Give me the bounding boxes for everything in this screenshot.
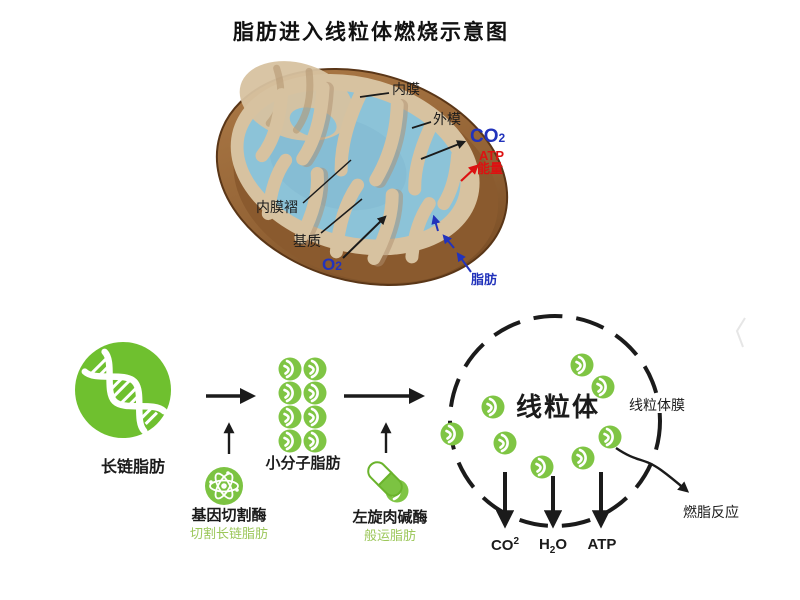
- energy-label: 能量: [477, 161, 504, 176]
- matrix-pointer-line: [320, 198, 363, 234]
- fat-molecule-icon: [302, 428, 328, 454]
- dna-icon: [81, 348, 168, 435]
- atp-label: ATP: [479, 148, 505, 163]
- co2-label: CO2: [470, 126, 506, 147]
- atom-icon: [205, 467, 243, 505]
- page-title: 脂肪进入线粒体燃烧示意图: [233, 21, 509, 44]
- long-chain-fat-icon: [75, 342, 171, 438]
- small-fat-cluster: [277, 356, 328, 454]
- mitochondrion-illustration: [215, 61, 509, 286]
- fat-molecule-icon: [570, 445, 596, 471]
- o2-arrow: [342, 215, 387, 259]
- matrix-label: 基质: [293, 233, 321, 249]
- fat-molecule-icon: [302, 356, 328, 382]
- fat-label: 脂肪: [471, 272, 498, 287]
- inner-folds-pointer-line: [302, 159, 352, 204]
- fat-molecule-icon: [277, 380, 303, 406]
- fat-molecule-icon: [277, 404, 303, 430]
- o2-label: O2: [322, 255, 342, 274]
- fat-entry-arrow: [431, 214, 441, 232]
- atp-energy-arrow: [460, 164, 479, 182]
- fat-molecule-icon: [492, 430, 518, 456]
- fat-molecule-icon: [529, 454, 555, 480]
- burn-reaction-label: 燃脂反应: [683, 504, 739, 520]
- fat-molecule-icon: [439, 421, 465, 447]
- atp-output-label: ATP: [587, 536, 617, 553]
- fat-molecule-icon: [277, 356, 303, 382]
- capsule-icon: [367, 461, 410, 504]
- outer-membrane-pointer-line: [411, 121, 432, 129]
- inner-folds-label: 内膜褶: [256, 199, 298, 215]
- co2-arrow: [420, 140, 467, 160]
- fat-molecule-icon: [302, 404, 328, 430]
- burn-reaction-arrow: [615, 447, 690, 493]
- h2o-output-label: H2O: [538, 536, 568, 556]
- fat-molecule-icon: [277, 428, 303, 454]
- fat-molecule-icon: [302, 380, 328, 406]
- mitochondria-label: 线粒体: [515, 392, 601, 422]
- small-fat-label: 小分子脂肪: [265, 455, 341, 472]
- mitochondria-membrane-label: 线粒体膜: [627, 397, 687, 414]
- faint-artifact-line: [735, 317, 746, 348]
- enzyme2-desc-label: 般运脂肪: [363, 528, 417, 543]
- long-chain-fat-label: 长链脂肪: [100, 459, 166, 476]
- fat-entry-arrow: [442, 234, 455, 249]
- co2-output-label: CO2: [490, 536, 520, 554]
- fat-molecule-icon: [480, 394, 506, 420]
- fat-label-arrow: [456, 252, 472, 273]
- inner-membrane-pointer-line: [359, 92, 390, 98]
- enzyme2-name-label: 左旋肉碱酶: [352, 509, 428, 526]
- fat-molecule-icon: [569, 352, 595, 378]
- inner-membrane-label: 内膜: [392, 81, 420, 97]
- enzyme1-name-label: 基因切割酶: [191, 507, 267, 524]
- outer-membrane-label: 外模: [433, 111, 461, 127]
- mitochondria-dashed-circle: [448, 314, 662, 528]
- enzyme1-desc-label: 切割长链脂肪: [189, 526, 269, 541]
- fat-molecule-icon: [597, 424, 623, 450]
